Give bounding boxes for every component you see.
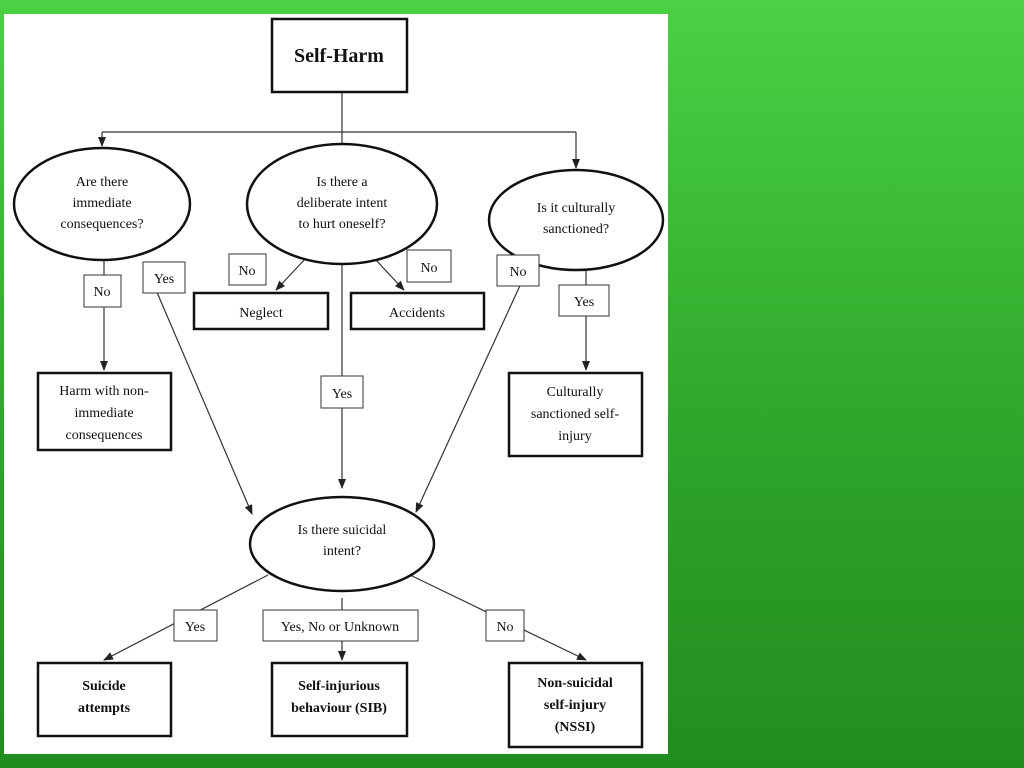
svg-text:injury: injury xyxy=(558,429,591,444)
question-line: Is there a xyxy=(316,175,368,190)
svg-text:Yes: Yes xyxy=(185,620,205,635)
svg-text:self-injury: self-injury xyxy=(544,698,606,713)
flowchart: Self-Harm Are there immediate consequenc… xyxy=(12,17,665,749)
edge-label-cultural-no: No xyxy=(496,254,540,287)
svg-text:Suicide: Suicide xyxy=(82,679,126,694)
svg-text:Yes, No or Unknown: Yes, No or Unknown xyxy=(281,620,399,635)
svg-text:sanctioned self-: sanctioned self- xyxy=(531,407,620,422)
diagram-panel: Self-Harm Are there immediate consequenc… xyxy=(4,14,668,754)
question-line: Is it culturally xyxy=(537,201,616,216)
edge-label-cultural-yes: Yes xyxy=(558,284,610,317)
root-title: Self-Harm xyxy=(294,45,384,67)
question-line: deliberate intent xyxy=(297,196,388,211)
edge-label-immediate-no: No xyxy=(83,274,122,308)
svg-text:immediate: immediate xyxy=(74,406,133,421)
svg-text:Neglect: Neglect xyxy=(239,306,283,321)
outcome-nssi: Non-suicidal self-injury (NSSI) xyxy=(507,661,644,749)
svg-text:Harm with non-: Harm with non- xyxy=(59,384,149,399)
outcome-self-injurious-behaviour: Self-injurious behaviour (SIB) xyxy=(270,661,409,738)
svg-text:No: No xyxy=(509,265,526,280)
question-line: to hurt oneself? xyxy=(298,217,385,232)
svg-text:attempts: attempts xyxy=(78,701,131,716)
edge-label-suicidal-no: No xyxy=(485,609,525,642)
question-line: consequences? xyxy=(60,217,143,232)
outcome-accidents: Accidents xyxy=(349,291,486,331)
root-node: Self-Harm xyxy=(270,17,409,94)
question-line: sanctioned? xyxy=(543,222,609,237)
svg-text:No: No xyxy=(496,620,513,635)
svg-text:Self-injurious: Self-injurious xyxy=(298,679,380,694)
edge-label-intent-no-right: No xyxy=(406,249,452,283)
outcome-neglect: Neglect xyxy=(192,291,330,331)
svg-text:Accidents: Accidents xyxy=(389,306,445,321)
svg-text:No: No xyxy=(93,285,110,300)
outcome-harm-non-immediate: Harm with non- immediate consequences xyxy=(36,371,173,452)
question-suicidal-intent: Is there suicidal intent? xyxy=(248,495,436,593)
question-deliberate-intent: Is there a deliberate intent to hurt one… xyxy=(245,142,439,266)
edge-label-suicidal-yes: Yes xyxy=(173,609,218,642)
edge-label-immediate-yes: Yes xyxy=(142,261,186,294)
edge-label-suicidal-mixed: Yes, No or Unknown xyxy=(262,609,419,642)
edge-label-intent-yes: Yes xyxy=(320,375,364,409)
question-culturally-sanctioned: Is it culturally sanctioned? xyxy=(487,168,665,272)
question-line: Are there xyxy=(76,175,128,190)
svg-text:behaviour (SIB): behaviour (SIB) xyxy=(291,701,387,716)
question-immediate-consequences: Are there immediate consequences? xyxy=(12,146,192,262)
question-line: Is there suicidal xyxy=(298,523,387,538)
outcome-suicide-attempts: Suicide attempts xyxy=(36,661,173,738)
question-line: intent? xyxy=(323,544,361,559)
svg-text:No: No xyxy=(238,264,255,279)
svg-text:Yes: Yes xyxy=(574,295,594,310)
question-line: immediate xyxy=(72,196,131,211)
svg-text:(NSSI): (NSSI) xyxy=(555,720,596,735)
svg-text:Yes: Yes xyxy=(154,272,174,287)
svg-text:Culturally: Culturally xyxy=(547,385,604,400)
svg-text:Non-suicidal: Non-suicidal xyxy=(537,676,613,691)
edge-label-intent-no-left: No xyxy=(228,253,267,286)
svg-text:consequences: consequences xyxy=(66,428,143,443)
outcome-culturally-sanctioned-injury: Culturally sanctioned self- injury xyxy=(507,371,644,458)
svg-text:Yes: Yes xyxy=(332,387,352,402)
svg-text:No: No xyxy=(420,261,437,276)
